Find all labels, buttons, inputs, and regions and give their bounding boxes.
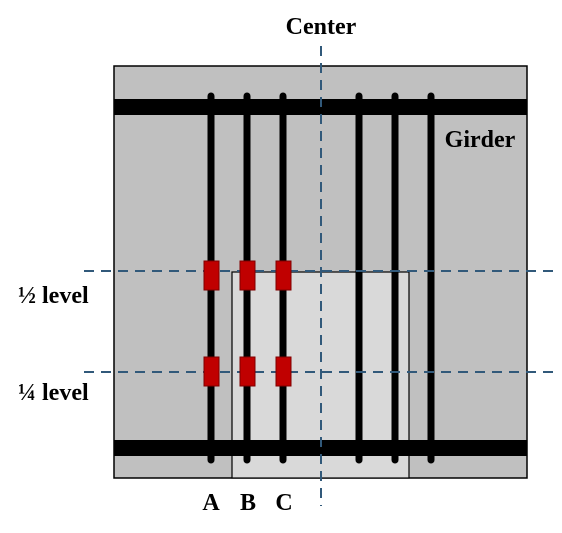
girder-label: Girder <box>445 127 516 153</box>
center-label: Center <box>286 14 357 40</box>
stiffener-c-label: C <box>275 490 292 516</box>
half-level-label: ½ level <box>18 283 89 309</box>
stiffener-b-label: B <box>240 490 256 516</box>
gauge-c-quarter <box>275 356 292 387</box>
quarter-level-label: ¼ level <box>18 380 89 406</box>
gauge-a-half <box>203 260 220 291</box>
bottom-girder-flange <box>114 440 527 456</box>
gauge-c-half <box>275 260 292 291</box>
gauge-b-half <box>239 260 256 291</box>
gauges <box>203 260 292 387</box>
stiffener-a-label: A <box>202 490 220 516</box>
gauge-b-quarter <box>239 356 256 387</box>
reference-lines <box>84 46 560 506</box>
gauge-a-quarter <box>203 356 220 387</box>
